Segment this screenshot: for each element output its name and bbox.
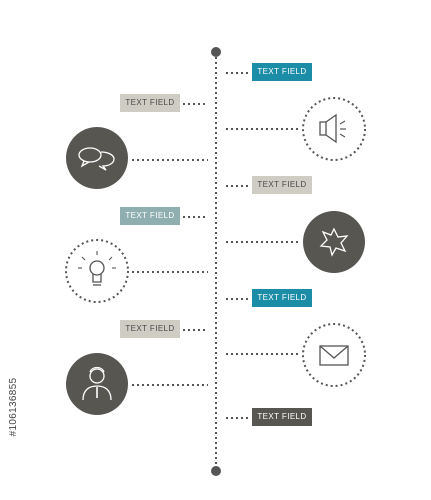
envelope-icon [302, 323, 366, 387]
timeline-end-dot [211, 466, 221, 476]
text-field-label-6: TEXT FIELD [120, 320, 180, 338]
text-field-label-5: TEXT FIELD [252, 289, 312, 307]
text-field-label-2: TEXT FIELD [120, 94, 180, 112]
lightbulb-icon [65, 239, 129, 303]
speech-bubbles-icon [66, 127, 128, 189]
star-icon [303, 211, 365, 273]
speaker-icon [302, 97, 366, 161]
stock-image-id: #106136855 [8, 377, 19, 437]
person-icon [66, 353, 128, 415]
text-field-label-4: TEXT FIELD [120, 207, 180, 225]
text-field-label-7: TEXT FIELD [252, 408, 312, 426]
text-field-label-1: TEXT FIELD [252, 63, 312, 81]
timeline-start-dot [211, 47, 221, 57]
text-field-label-3: TEXT FIELD [252, 176, 312, 194]
